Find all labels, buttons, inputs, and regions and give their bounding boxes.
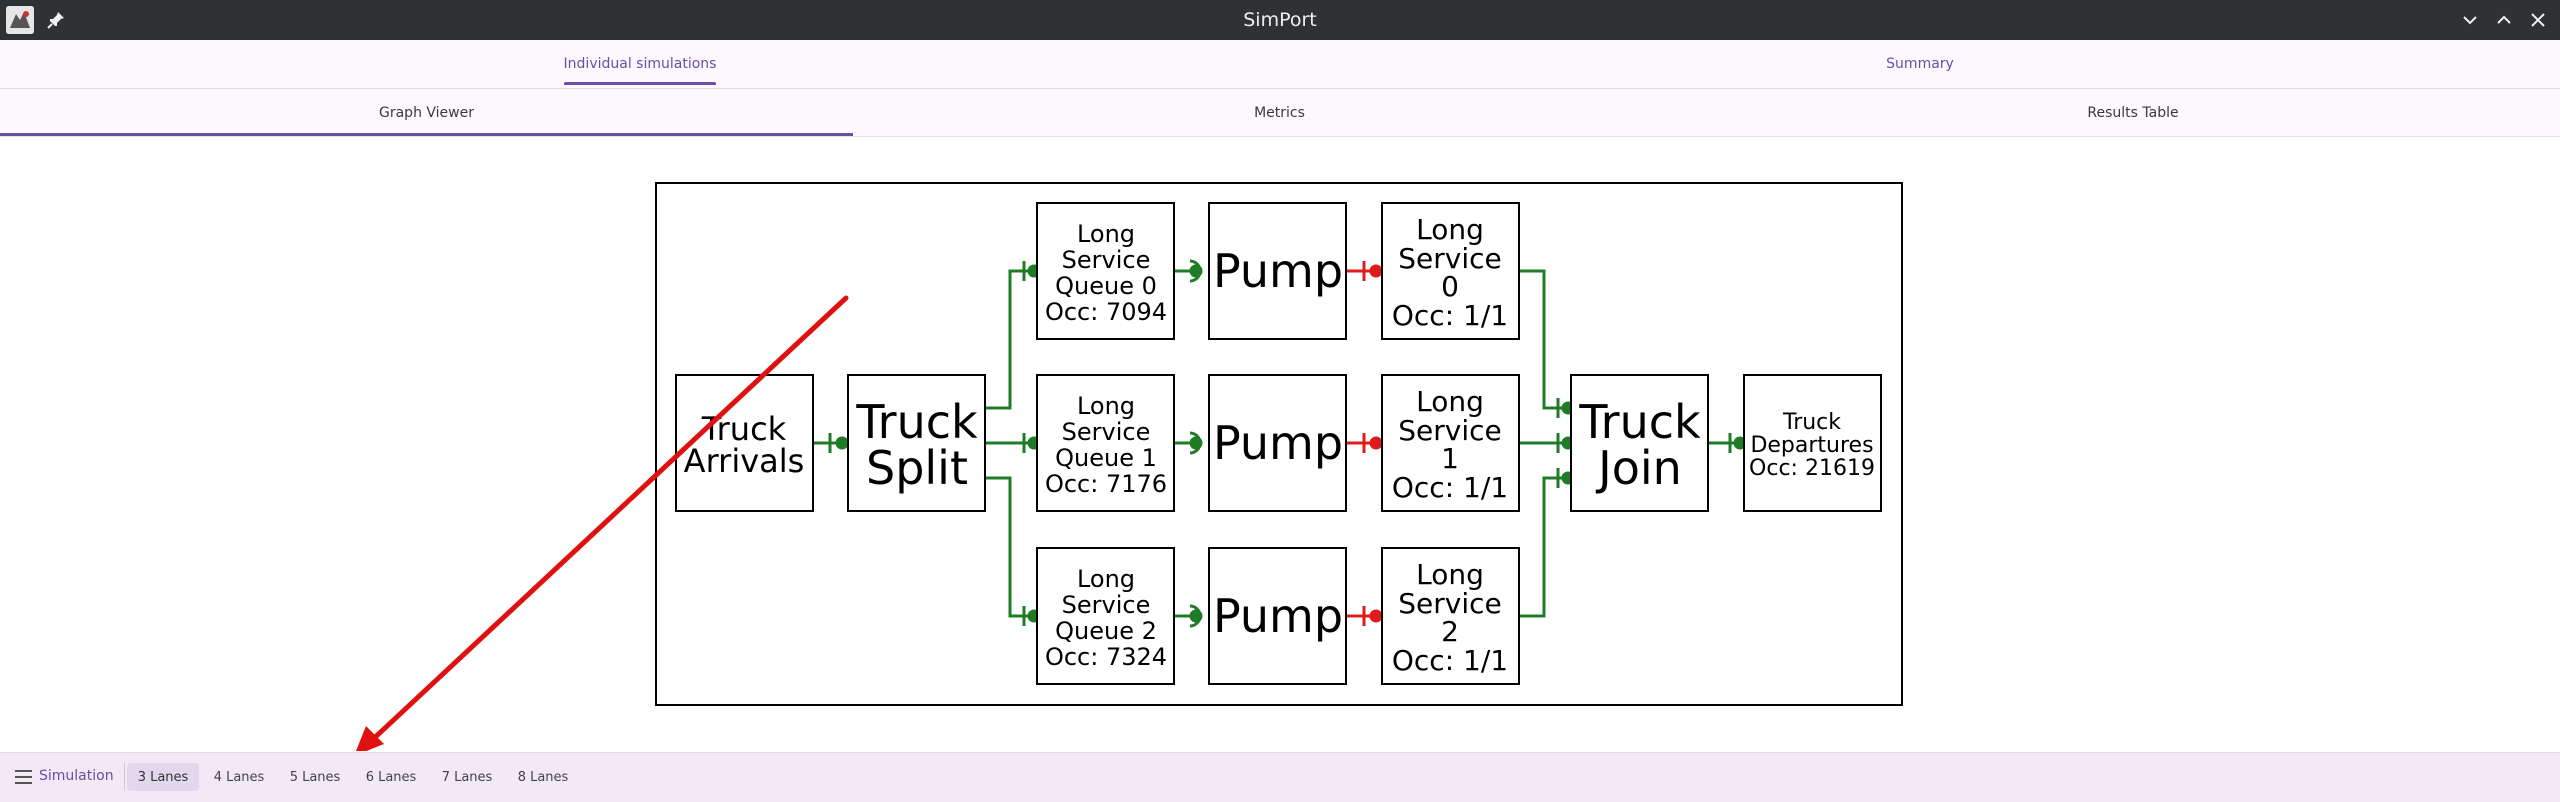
lane-tab-6[interactable]: 6 Lanes bbox=[365, 769, 417, 785]
node-text: Occ: 1/1 bbox=[1392, 644, 1508, 677]
lane-tab-4[interactable]: 4 Lanes bbox=[213, 769, 265, 785]
lane-tab-5[interactable]: 5 Lanes bbox=[289, 769, 341, 785]
app-logo-icon[interactable] bbox=[6, 6, 34, 34]
title-bar: SimPort bbox=[0, 0, 2560, 40]
node-text: Truck bbox=[855, 395, 978, 449]
lane-tab-3[interactable]: 3 Lanes bbox=[127, 763, 199, 791]
tab-summary[interactable]: Summary bbox=[1280, 40, 2560, 88]
node-text: 0 bbox=[1441, 270, 1459, 303]
node-text: Join bbox=[1595, 441, 1682, 495]
node-text: Long bbox=[1416, 558, 1484, 591]
node-truck-split[interactable]: Truck Split bbox=[847, 374, 986, 512]
node-truck-departures[interactable]: Truck Departures Occ: 21619 bbox=[1743, 374, 1882, 512]
tab-graph-viewer-label: Graph Viewer bbox=[379, 104, 474, 121]
graph-viewer[interactable]: Truck Arrivals Truck Split Long Service … bbox=[0, 137, 2560, 751]
flow-graph: Truck Arrivals Truck Split Long Service … bbox=[356, 182, 1903, 751]
node-text: Occ: 1/1 bbox=[1392, 299, 1508, 332]
pump-sockets bbox=[1189, 259, 1203, 628]
node-text: Long bbox=[1416, 213, 1484, 246]
simulation-bar: Simulation 3 Lanes 4 Lanes 5 Lanes 6 Lan… bbox=[0, 752, 2560, 802]
chevron-up-icon[interactable] bbox=[2492, 8, 2516, 32]
node-text: Long bbox=[1077, 220, 1135, 248]
node-pump-1[interactable]: Pump bbox=[1208, 374, 1347, 512]
node-text: Occ: 1/1 bbox=[1392, 471, 1508, 504]
simulation-label[interactable]: Simulation bbox=[39, 768, 114, 784]
node-text: Service bbox=[1062, 246, 1151, 274]
node-text: Queue 1 bbox=[1055, 444, 1157, 472]
node-text: Service bbox=[1062, 591, 1151, 619]
node-text: Split bbox=[866, 441, 968, 495]
sub-tab-bar: Graph Viewer Metrics Results Table bbox=[0, 89, 2560, 137]
lane-tab-7[interactable]: 7 Lanes bbox=[441, 769, 493, 785]
tab-individual-simulations-label: Individual simulations bbox=[563, 56, 717, 72]
node-text: Pump bbox=[1213, 416, 1343, 470]
tab-individual-simulations[interactable]: Individual simulations bbox=[0, 40, 1280, 88]
edges-red bbox=[1346, 261, 1383, 626]
node-long-service-queue-2[interactable]: Long Service Queue 2 Occ: 7324 bbox=[1036, 547, 1175, 685]
node-pump-2[interactable]: Pump bbox=[1208, 547, 1347, 685]
node-text: Long bbox=[1077, 565, 1135, 593]
node-text: Queue 0 bbox=[1055, 272, 1157, 300]
node-text: Long bbox=[1077, 392, 1135, 420]
hamburger-menu-icon[interactable] bbox=[14, 768, 34, 786]
active-subtab-indicator bbox=[0, 133, 853, 136]
close-icon[interactable] bbox=[2526, 8, 2550, 32]
node-text: Pump bbox=[1213, 244, 1343, 298]
node-text: 1 bbox=[1441, 442, 1459, 475]
node-long-service-0[interactable]: Long Service 0 Occ: 1/1 bbox=[1381, 202, 1520, 340]
node-text: Service bbox=[1398, 587, 1501, 620]
tab-summary-label: Summary bbox=[1886, 56, 1954, 72]
active-tab-indicator bbox=[563, 82, 717, 85]
node-text: Queue 2 bbox=[1055, 617, 1157, 645]
node-text: Long bbox=[1416, 385, 1484, 418]
tab-graph-viewer[interactable]: Graph Viewer bbox=[0, 89, 853, 136]
divider bbox=[124, 763, 125, 791]
node-text: Truck bbox=[1578, 395, 1701, 449]
node-text: Pump bbox=[1213, 589, 1343, 643]
annotation-arrow bbox=[356, 295, 849, 751]
tab-metrics[interactable]: Metrics bbox=[853, 89, 1706, 136]
node-text: Truck bbox=[1782, 410, 1841, 435]
node-truck-join[interactable]: Truck Join bbox=[1570, 374, 1709, 512]
pin-icon[interactable] bbox=[44, 8, 68, 32]
node-text: Truck bbox=[701, 410, 787, 448]
window-title: SimPort bbox=[1243, 9, 1317, 31]
node-text: 2 bbox=[1441, 615, 1459, 648]
node-text: Occ: 7094 bbox=[1045, 298, 1167, 326]
tab-results-table[interactable]: Results Table bbox=[1706, 89, 2560, 136]
node-pump-0[interactable]: Pump bbox=[1208, 202, 1347, 340]
node-text: Arrivals bbox=[684, 442, 805, 480]
tab-metrics-label: Metrics bbox=[1254, 104, 1305, 121]
node-long-service-1[interactable]: Long Service 1 Occ: 1/1 bbox=[1381, 374, 1520, 512]
node-text: Departures bbox=[1750, 433, 1873, 458]
node-text: Service bbox=[1062, 418, 1151, 446]
node-long-service-2[interactable]: Long Service 2 Occ: 1/1 bbox=[1381, 547, 1520, 685]
node-long-service-queue-1[interactable]: Long Service Queue 1 Occ: 7176 bbox=[1036, 374, 1175, 512]
tab-results-table-label: Results Table bbox=[2087, 104, 2179, 121]
node-text: Service bbox=[1398, 242, 1501, 275]
node-text: Occ: 7324 bbox=[1045, 643, 1167, 671]
node-text: Occ: 7176 bbox=[1045, 470, 1167, 498]
top-tab-bar: Individual simulations Summary bbox=[0, 40, 2560, 89]
node-text: Occ: 21619 bbox=[1749, 456, 1875, 481]
tab-label: Individual simulations bbox=[563, 56, 717, 85]
node-long-service-queue-0[interactable]: Long Service Queue 0 Occ: 7094 bbox=[1036, 202, 1175, 340]
lane-tab-8[interactable]: 8 Lanes bbox=[517, 769, 569, 785]
chevron-down-icon[interactable] bbox=[2458, 8, 2482, 32]
node-text: Service bbox=[1398, 414, 1501, 447]
node-truck-arrivals[interactable]: Truck Arrivals bbox=[675, 374, 814, 512]
